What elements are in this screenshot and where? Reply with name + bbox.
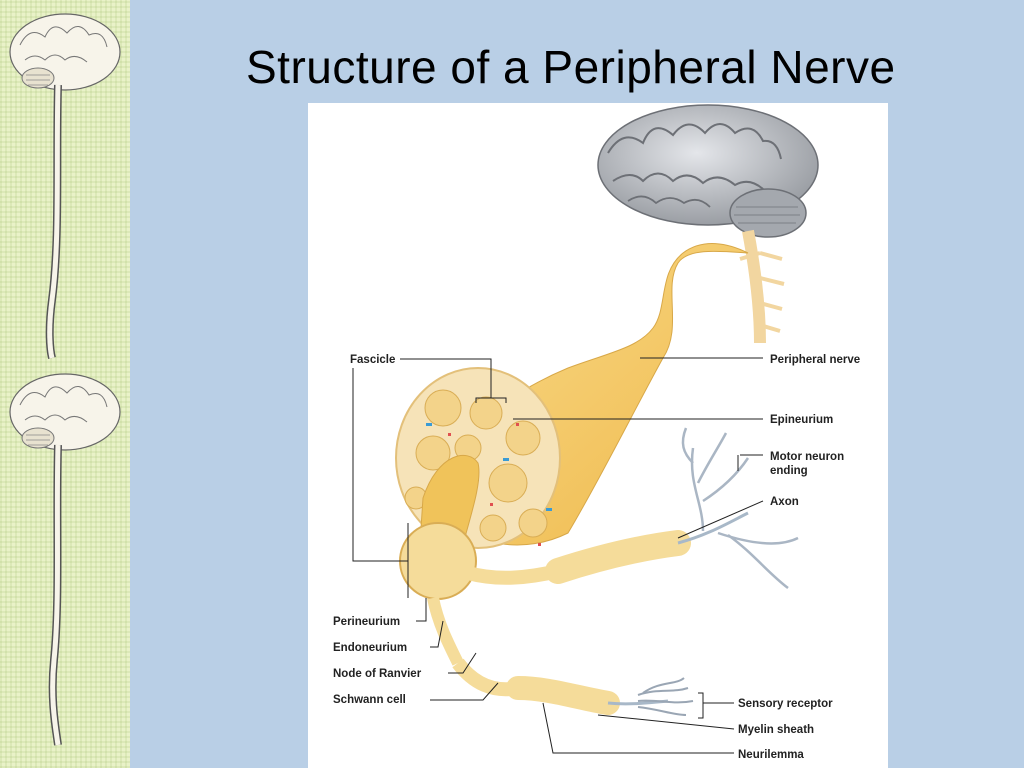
peripheral-nerve-diagram: Fascicle Peripheral nerve Epineurium Mot… xyxy=(333,104,860,761)
brain-icon-top xyxy=(9,13,121,91)
label-peripheral-nerve: Peripheral nerve xyxy=(770,354,860,366)
slide-title: Structure of a Peripheral Nerve xyxy=(246,41,896,93)
label-perineurium: Perineurium xyxy=(333,616,400,628)
nerve-cross-section xyxy=(395,367,561,549)
label-fascicle: Fascicle xyxy=(350,354,395,366)
leader-lines xyxy=(352,357,764,754)
fascicle-cross-section xyxy=(399,522,477,600)
brain-spinal-cord-decoration xyxy=(9,13,121,746)
label-schwann-cell: Schwann cell xyxy=(333,694,406,706)
label-neurilemma: Neurilemma xyxy=(738,749,804,761)
label-epineurium: Epineurium xyxy=(770,414,833,426)
label-endoneurium: Endoneurium xyxy=(333,642,407,654)
label-axon: Axon xyxy=(770,496,799,508)
label-myelin-sheath: Myelin sheath xyxy=(738,724,814,736)
motor-neuron-ending xyxy=(681,427,799,589)
label-sensory-receptor: Sensory receptor xyxy=(738,698,833,710)
brain-illustration xyxy=(597,104,819,238)
label-motor-neuron-ending-line2: ending xyxy=(770,465,808,477)
label-motor-neuron-ending-line1: Motor neuron xyxy=(770,451,844,463)
brain-icon-bottom xyxy=(9,373,121,451)
sensory-receptor xyxy=(637,677,694,716)
axon-fiber xyxy=(545,530,691,584)
myelinated-fiber xyxy=(427,596,669,715)
nerve-diagram-panel: Fascicle Peripheral nerve Epineurium Mot… xyxy=(308,103,888,768)
decorative-sidebar xyxy=(0,0,130,768)
label-node-of-ranvier: Node of Ranvier xyxy=(333,668,422,680)
